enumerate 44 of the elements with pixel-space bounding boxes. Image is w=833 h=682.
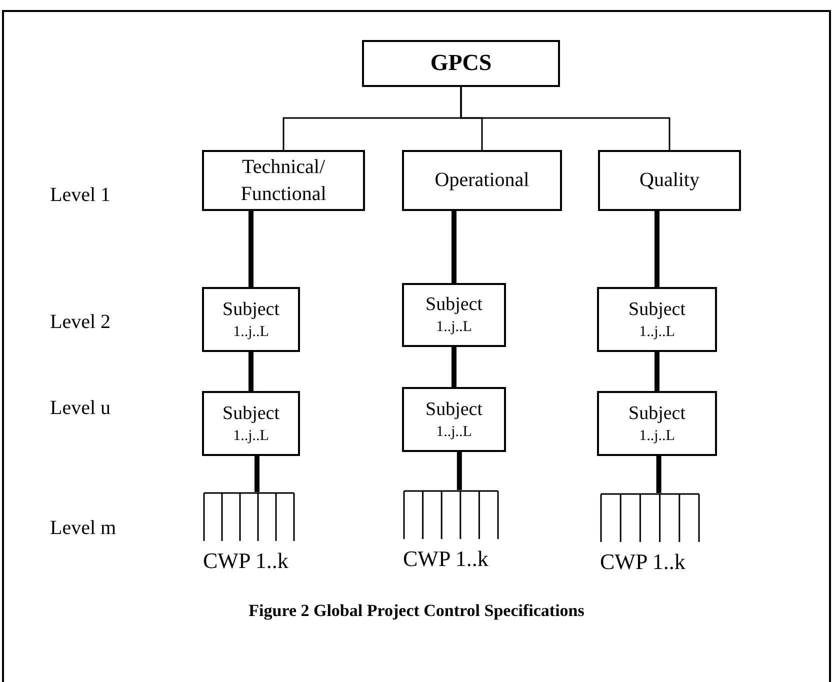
beaded-connector [654, 352, 660, 391]
level-label: Level 1 [50, 185, 111, 205]
category-box [598, 150, 741, 211]
beaded-connector [656, 456, 662, 493]
level-label: Level m [50, 518, 116, 538]
subject-box [597, 287, 717, 352]
category-box [402, 150, 562, 211]
node-range: 1..j..L [233, 322, 269, 342]
node-title: Subject [222, 298, 280, 322]
node-title: Quality [640, 168, 700, 193]
beaded-connector [654, 211, 660, 287]
node-title: Subject [426, 398, 482, 422]
beaded-connector [248, 211, 254, 287]
subject-box [202, 391, 300, 456]
category-box [202, 150, 365, 211]
node-title: Technical/ Functional [240, 154, 328, 206]
node-range: 1..j..L [436, 422, 472, 442]
node-range: 1..j..L [436, 318, 472, 337]
node-label: CWP 1..k [403, 548, 488, 570]
connector-line [460, 87, 670, 150]
root-box [362, 40, 560, 87]
subject-box [597, 391, 717, 456]
beaded-connector [452, 211, 456, 283]
node-label: CWP 1..k [600, 551, 686, 573]
node-range: 1..j..L [639, 426, 675, 446]
subject-box [202, 287, 300, 352]
node-title: Subject [426, 293, 482, 317]
subject-box [402, 283, 506, 347]
node-title: Operational [434, 168, 530, 193]
beaded-connector [452, 347, 456, 387]
node-title: GPCS [430, 49, 492, 78]
node-label: CWP 1..k [203, 550, 288, 572]
node-title: Subject [628, 298, 686, 322]
node-title: Subject [222, 402, 280, 426]
node-title: Subject [628, 402, 686, 426]
figure-caption: Figure 2 Global Project Control Specifications [248, 600, 586, 622]
level-label: Level u [50, 398, 111, 418]
beaded-connector [456, 452, 462, 490]
node-range: 1..j..L [233, 426, 269, 446]
node-range: 1..j..L [639, 322, 675, 342]
beaded-connector [254, 456, 260, 492]
beaded-connector [248, 352, 254, 391]
level-label: Level 2 [50, 312, 111, 332]
subject-box [402, 387, 506, 452]
